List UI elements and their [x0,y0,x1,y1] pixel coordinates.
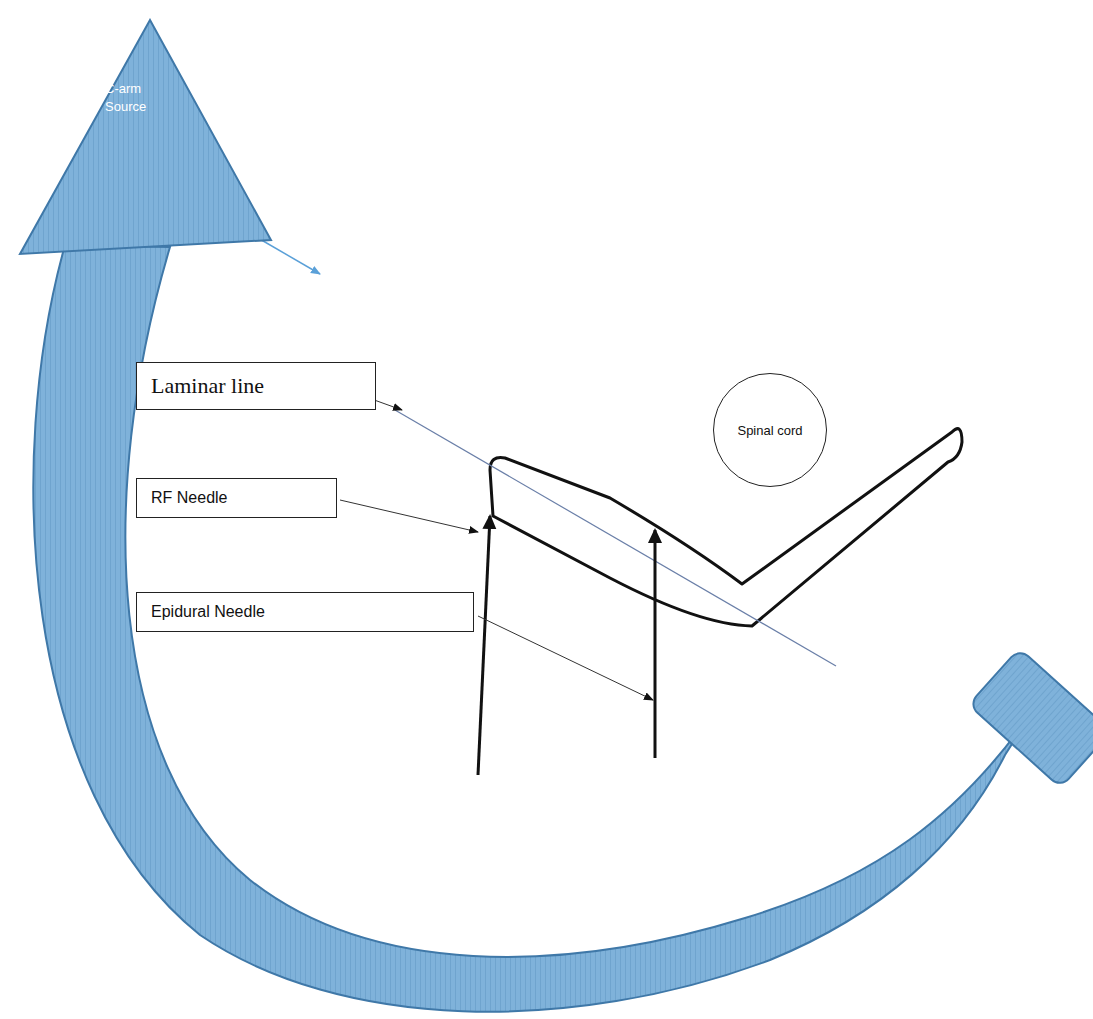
source-arrowhead: C-arm Source [18,18,273,258]
node-text: Epidural Needle [151,603,459,621]
triangle-outline [20,20,271,254]
c-arm-detector [968,648,1093,787]
leader-line [478,616,653,700]
c-arm-band [33,245,1040,1012]
node-text: RF Needle [151,489,322,507]
node-text: C-arm Source [105,80,165,115]
label-box: Laminar line [136,362,376,410]
leader-line [340,500,478,532]
beam-arrow [258,238,320,274]
label-box: Epidural Needle [136,592,474,632]
rf-needle [478,516,490,775]
triangle-shape [18,18,273,258]
label-box: RF Needle [136,478,337,518]
node-text: Laminar line [151,373,361,399]
epidural-needle [654,530,657,758]
spinal-cord-circle: Spinal cord [713,373,827,487]
node-text: Spinal cord [737,423,802,438]
